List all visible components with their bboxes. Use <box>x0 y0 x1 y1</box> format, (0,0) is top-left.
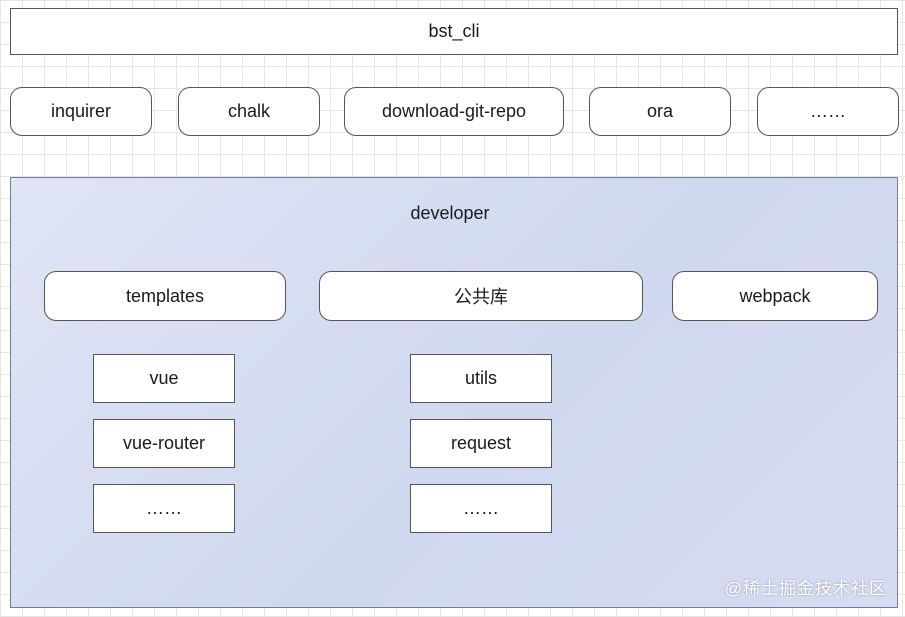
group-common-library: 公共库 <box>319 271 643 321</box>
dependency-label: chalk <box>227 101 271 121</box>
dependency-ora: ora <box>589 87 731 136</box>
library-item-more: …… <box>410 484 552 533</box>
group-webpack: webpack <box>672 271 878 321</box>
library-item-utils: utils <box>410 354 552 403</box>
dependency-more: …… <box>757 87 899 136</box>
group-label: 公共库 <box>454 287 508 307</box>
dependency-label: ora <box>646 101 673 121</box>
dependency-label: download-git-repo <box>381 101 527 121</box>
library-item-label: request <box>450 433 512 453</box>
template-item-label: vue-router <box>122 433 206 453</box>
template-item-more: …… <box>93 484 235 533</box>
group-label: templates <box>125 285 205 306</box>
template-item-vue: vue <box>93 354 235 403</box>
dependency-download-git-repo: download-git-repo <box>344 87 564 136</box>
group-templates: templates <box>44 271 286 321</box>
template-item-label: vue <box>149 368 179 388</box>
developer-panel-title: developer <box>410 203 490 223</box>
bst-cli-title-box: bst_cli <box>10 8 898 55</box>
library-item-label: utils <box>464 368 497 388</box>
template-item-label: …… <box>146 498 182 518</box>
dependency-chalk: chalk <box>178 87 320 136</box>
dependency-label: …… <box>810 101 846 121</box>
library-item-request: request <box>410 419 552 468</box>
dependency-inquirer: inquirer <box>10 87 152 136</box>
library-item-label: …… <box>463 498 499 518</box>
watermark-text: @稀土掘金技术社区 <box>724 579 887 598</box>
template-item-vue-router: vue-router <box>93 419 235 468</box>
group-label: webpack <box>739 285 811 306</box>
bst-cli-title-label: bst_cli <box>428 21 480 41</box>
dependency-label: inquirer <box>50 101 112 121</box>
